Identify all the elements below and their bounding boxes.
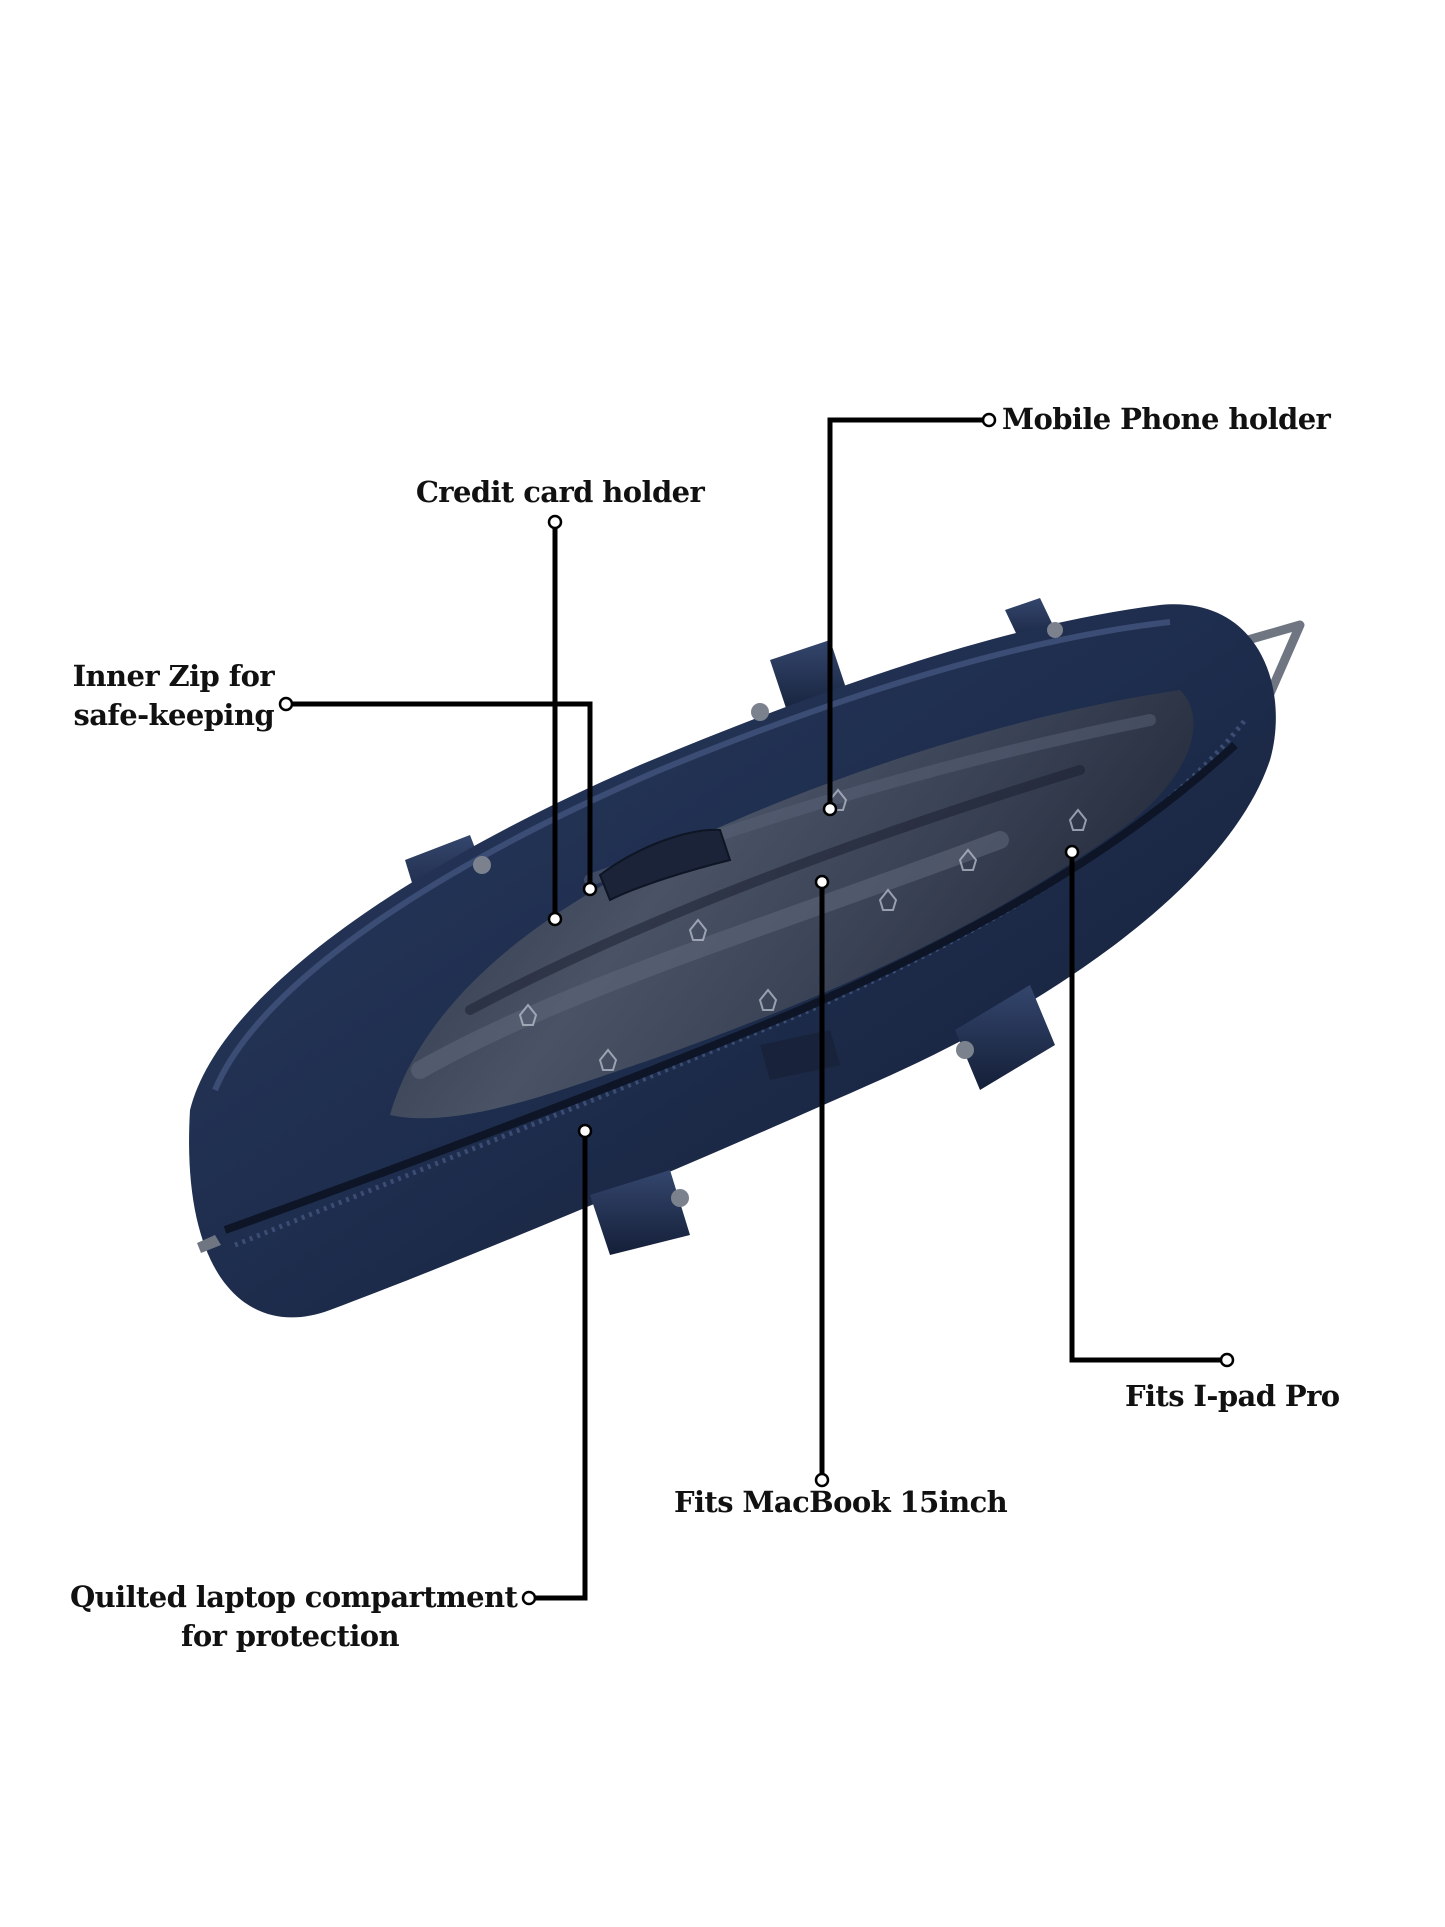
- front-zipper: [223, 742, 1238, 1234]
- fits-ipad-text: Fits I-pad Pro: [1125, 1379, 1340, 1413]
- mobile-phone-end-dot: [981, 412, 997, 428]
- metal-buckles: [473, 622, 1063, 1207]
- fits-macbook-text: Fits MacBook 15inch: [674, 1485, 1008, 1519]
- macbook-point-dot: [814, 874, 830, 890]
- callout-dots: [278, 412, 1235, 1606]
- quilted-leader: [534, 1133, 588, 1601]
- inner-zip-end-dot: [278, 696, 294, 712]
- quilted-end-dot: [521, 1590, 537, 1606]
- inner-zip-line1: Inner Zip for: [72, 659, 275, 693]
- laptop-bag-image: [189, 598, 1305, 1318]
- card-slot-pocket: [598, 828, 732, 902]
- callout-lines: [290, 417, 1222, 1601]
- ipad-end-dot: [1219, 1352, 1235, 1368]
- inner-zip-label: Inner Zip for safe-keeping: [60, 657, 275, 735]
- mobile-phone-holder-text: Mobile Phone holder: [1002, 402, 1331, 436]
- quilted-line2: for protection: [180, 1619, 400, 1653]
- quilted-point-dot: [577, 1123, 593, 1139]
- credit-card-holder-text: Credit card holder: [415, 475, 705, 509]
- inner-zip-leader: [290, 701, 593, 885]
- quilted-compartment-label: Quilted laptop compartment for protectio…: [70, 1578, 518, 1656]
- bag-top-edge: [212, 619, 1171, 1092]
- credit-card-end-dot: [547, 514, 563, 530]
- credit-card-point-dot: [547, 911, 563, 927]
- lining-fold: [411, 831, 1009, 1079]
- fits-macbook-label: Fits MacBook 15inch: [674, 1483, 1008, 1522]
- lining-fold: [465, 765, 1085, 1015]
- credit-card-holder-label: Credit card holder: [400, 473, 720, 512]
- macbook-end-dot: [814, 1472, 830, 1488]
- handle-front-left: [590, 1170, 690, 1255]
- inner-zip-point-dot: [582, 881, 598, 897]
- ipad-point-dot: [1064, 844, 1080, 860]
- handle-front-right: [955, 985, 1055, 1090]
- ipad-leader: [1069, 850, 1222, 1363]
- fits-ipad-label: Fits I-pad Pro: [1125, 1377, 1340, 1416]
- zipper-pull-left: [197, 1235, 221, 1253]
- mobile-phone-holder-label: Mobile Phone holder: [1002, 400, 1331, 439]
- mobile-phone-point-dot: [822, 801, 838, 817]
- mobile-phone-leader: [827, 417, 985, 805]
- quilted-line1: Quilted laptop compartment: [70, 1580, 518, 1614]
- inner-zip-line2: safe-keeping: [73, 698, 274, 732]
